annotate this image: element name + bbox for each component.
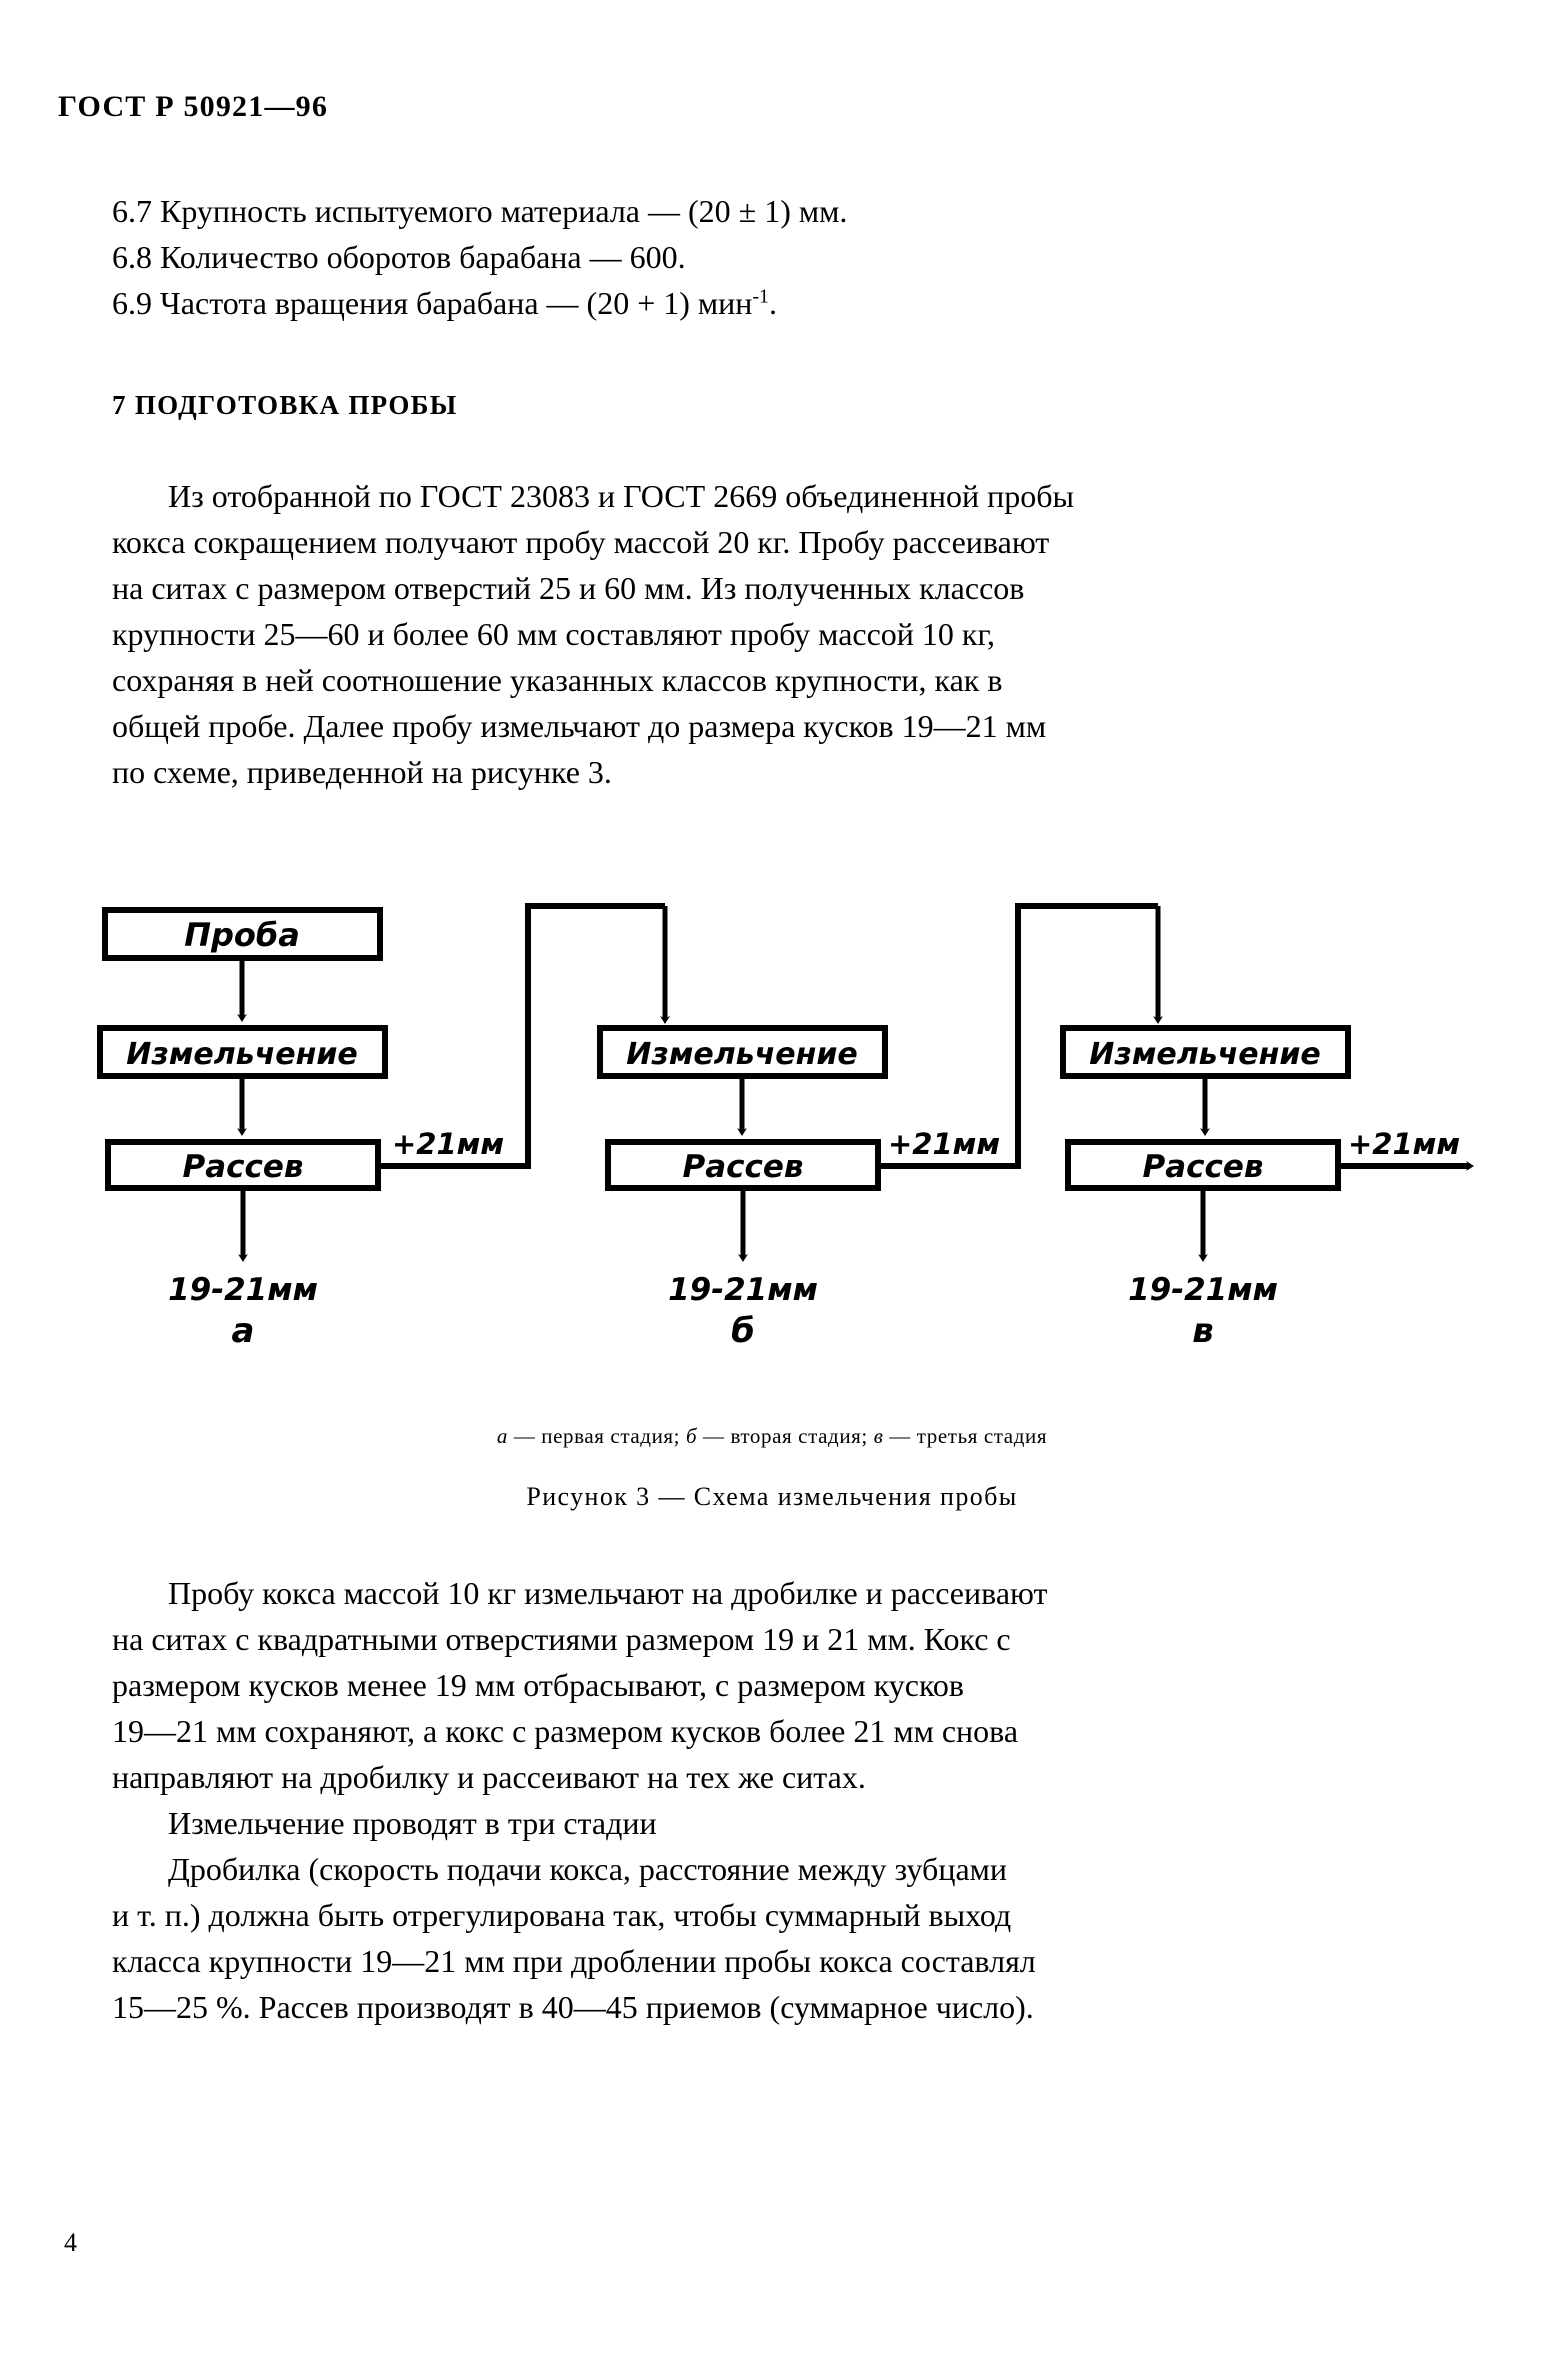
paragraph-line: по схеме, приведенной на рисунке 3. bbox=[112, 754, 612, 790]
box-crush-a-label: Измельчение bbox=[126, 1037, 357, 1072]
paragraph-line: на ситах с размером отверстий 25 и 60 мм… bbox=[112, 570, 1025, 606]
clause-6-7: 6.7 Крупность испытуемого материала — (2… bbox=[112, 193, 848, 229]
paragraph-line: направляют на дробилку и рассеивают на т… bbox=[112, 1759, 866, 1795]
box-crush-b bbox=[597, 1025, 888, 1079]
legend-letter-b: б bbox=[685, 1424, 698, 1448]
clause-6-9-period: . bbox=[768, 285, 777, 321]
paragraph-line: на ситах с квадратными отверстиями разме… bbox=[112, 1621, 1011, 1657]
oversize-label-b: +21мм bbox=[888, 1127, 1000, 1161]
box-crush-a bbox=[97, 1025, 388, 1079]
paragraph-line: общей пробе. Далее пробу измельчают до р… bbox=[112, 708, 1047, 744]
oversize-label-a: +21мм bbox=[392, 1127, 504, 1161]
paragraph-line: Дробилка (скорость подачи кокса, расстоя… bbox=[168, 1851, 1008, 1887]
stage-letter-b: б bbox=[731, 1311, 755, 1351]
flow-stage-b: Измельчение Рассев +21мм 19-21мм б bbox=[597, 903, 1163, 1351]
clause-6-9-text: 6.9 Частота вращения барабана — (20 + 1)… bbox=[112, 285, 753, 321]
stage-letter-v: в bbox=[1192, 1311, 1214, 1351]
legend-text-b: — вторая стадия; bbox=[697, 1424, 874, 1448]
paragraph-line: Измельчение проводят в три стадии bbox=[168, 1805, 657, 1841]
document-standard-header: ГОСТ Р 50921—96 bbox=[58, 90, 329, 123]
box-crush-v-label: Измельчение bbox=[1089, 1037, 1320, 1072]
page-number: 4 bbox=[64, 2228, 77, 2257]
stage-letter-a: а bbox=[232, 1311, 255, 1351]
oversize-path-a bbox=[378, 903, 665, 1169]
paragraph-line: Пробу кокса массой 10 кг измельчают на д… bbox=[168, 1575, 1048, 1611]
clause-6-9: 6.9 Частота вращения барабана — (20 + 1)… bbox=[112, 280, 1442, 326]
figure-caption: Рисунок 3 — Схема измельчения пробы bbox=[526, 1482, 1018, 1511]
box-crush-b-label: Измельчение bbox=[626, 1037, 857, 1072]
paragraph-line: Из отобранной по ГОСТ 23083 и ГОСТ 2669 … bbox=[168, 478, 1075, 514]
paragraph-line: крупности 25—60 и более 60 мм составляют… bbox=[112, 616, 995, 652]
product-label-a: 19-21мм bbox=[168, 1272, 318, 1308]
section-7-paragraph: Из отобранной по ГОСТ 23083 и ГОСТ 2669 … bbox=[112, 473, 1442, 795]
legend-text-v: — третья стадия bbox=[883, 1424, 1048, 1448]
box-screen-v bbox=[1065, 1139, 1341, 1191]
box-screen-b bbox=[605, 1139, 881, 1191]
product-label-v: 19-21мм bbox=[1128, 1272, 1278, 1308]
flow-stage-a: Проба Измельчение Рассев +21мм 19-21мм а bbox=[97, 903, 670, 1351]
flow-stage-v: Измельчение Рассев +21мм 19-21мм в bbox=[1060, 1025, 1474, 1351]
legend-letter-a: а bbox=[496, 1424, 508, 1448]
section-heading-7: 7 ПОДГОТОВКА ПРОБЫ bbox=[112, 390, 458, 420]
paragraph-line: класса крупности 19—21 мм при дроблении … bbox=[112, 1943, 1036, 1979]
box-screen-v-label: Рассев bbox=[1142, 1149, 1263, 1185]
oversize-path-b bbox=[878, 903, 1158, 1169]
box-screen-a-label: Рассев bbox=[182, 1149, 303, 1185]
legend-letter-v: в bbox=[873, 1424, 884, 1448]
clause-6-8: 6.8 Количество оборотов барабана — 600. bbox=[112, 239, 686, 275]
figure-3-flowchart: Проба Измельчение Рассев +21мм 19-21мм а… bbox=[0, 880, 1544, 1580]
paragraph-line: и т. п.) должна быть отрегулирована так,… bbox=[112, 1897, 1012, 1933]
box-screen-b-label: Рассев bbox=[682, 1149, 803, 1185]
paragraph-line: 15—25 %. Рассев производят в 40—45 прием… bbox=[112, 1989, 1034, 2025]
paragraph-line: размером кусков менее 19 мм отбрасывают,… bbox=[112, 1667, 965, 1703]
clause-list: 6.7 Крупность испытуемого материала — (2… bbox=[112, 188, 1442, 326]
closing-paragraphs: Пробу кокса массой 10 кг измельчают на д… bbox=[112, 1570, 1442, 2030]
box-proba-label: Проба bbox=[184, 916, 300, 954]
paragraph-line: сохраняя в ней соотношение указанных кла… bbox=[112, 662, 1003, 698]
oversize-label-v: +21мм bbox=[1348, 1127, 1460, 1161]
figure-legend: а — первая стадия; б — вторая стадия; в … bbox=[0, 1424, 1544, 1449]
product-label-b: 19-21мм bbox=[668, 1272, 818, 1308]
box-screen-a bbox=[105, 1139, 381, 1191]
legend-text-a: — первая стадия; bbox=[507, 1424, 686, 1448]
paragraph-line: 19—21 мм сохраняют, а кокс с размером ку… bbox=[112, 1713, 1019, 1749]
paragraph-line: кокса сокращением получают пробу массой … bbox=[112, 524, 1050, 560]
clause-6-9-superscript: -1 bbox=[752, 285, 769, 308]
